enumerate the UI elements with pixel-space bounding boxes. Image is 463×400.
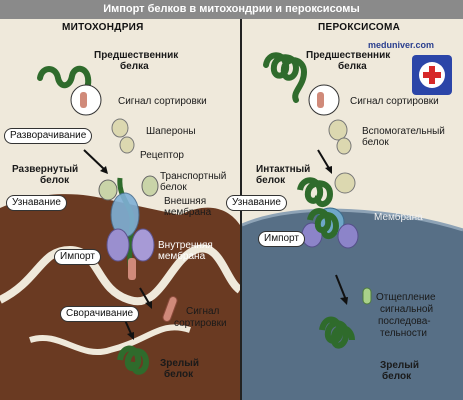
- mito-signal-label-2: сортировки: [174, 318, 227, 329]
- mito-inner-membrane-label-1: Внутренняя: [158, 240, 213, 251]
- perox-header: ПЕРОКСИСОМА: [318, 22, 401, 33]
- mitochondrion-cristae-2: [29, 324, 191, 355]
- chaperone-2: [119, 136, 135, 154]
- mito-mature-label-1: Зрелый: [160, 358, 199, 369]
- mito-recognition-box: Узнавание: [6, 195, 67, 211]
- mito-receptor-right: [141, 175, 159, 197]
- mito-transport-label-2: белок: [160, 182, 187, 193]
- perox-import-right: [337, 223, 359, 249]
- mitochondrion-cristae: [0, 244, 243, 306]
- perox-intact-coil: [297, 177, 334, 207]
- peroxisome-membrane: [241, 208, 463, 232]
- mito-transport-label-1: Транспортный: [160, 171, 227, 182]
- mito-header: МИТОХОНДРИЯ: [62, 22, 144, 33]
- perox-arrow-1-head: [325, 166, 332, 174]
- mito-folding-box: Сворачивание: [60, 306, 140, 322]
- perox-cleavage-label-2: сигнальной: [380, 304, 434, 315]
- perox-mature-label-1: Зрелый: [380, 360, 419, 371]
- inner-transporter-right: [131, 228, 155, 262]
- perox-helper-label-2: белок: [362, 137, 389, 148]
- perox-precursor-label-1: Предшественник: [306, 50, 391, 61]
- perox-precursor-label-2: белка: [338, 61, 367, 72]
- peroxisome: [242, 210, 463, 400]
- mito-unfolded-label-2: белок: [40, 175, 70, 186]
- mito-receptor-label: Рецептор: [140, 150, 184, 161]
- perox-helper-label-1: Вспомогательный: [362, 126, 445, 137]
- perox-cleavage-label-4: тельности: [380, 328, 427, 339]
- inner-transporter-left: [106, 228, 130, 262]
- perox-recognition-box: Узнавание: [226, 195, 287, 211]
- helper-bound: [334, 172, 356, 194]
- mito-unfolding-box: Разворачивание: [4, 128, 93, 144]
- mito-signal-segment: [80, 92, 87, 108]
- perox-mature-coil: [319, 316, 355, 349]
- mito-precursor-label-2: белка: [120, 61, 149, 72]
- perox-arrow-2: [335, 274, 347, 301]
- mito-outer-membrane-label-1: Внешняя: [164, 196, 207, 207]
- mito-arrow-1: [83, 149, 106, 171]
- figure-title: Импорт белков в митохондрии и пероксисом…: [0, 0, 463, 19]
- mito-sorting-signal-label: Сигнал сортировки: [118, 96, 207, 107]
- mito-arrow-2-head: [145, 301, 152, 309]
- perox-import-box: Импорт: [258, 231, 305, 247]
- chaperone-1: [111, 118, 129, 138]
- mito-unfolded-label-1: Развернутый: [12, 164, 79, 175]
- perox-membrane-label: Мембрана: [374, 212, 423, 223]
- perox-importing-coil: [307, 208, 340, 239]
- perox-sorting-signal-label: Сигнал сортировки: [350, 96, 439, 107]
- mito-signal-in-channel: [128, 258, 136, 280]
- helper-protein-1: [328, 119, 348, 141]
- mito-arrow-1-head: [100, 166, 108, 174]
- mito-outer-membrane-label-2: мембрана: [164, 207, 212, 218]
- perox-precursor-coil: [263, 52, 308, 103]
- mito-import-box: Импорт: [54, 249, 101, 265]
- perox-mature-label-2: белок: [382, 371, 412, 382]
- mito-cleaved-signal: [162, 296, 178, 322]
- perox-signal-segment: [317, 92, 324, 108]
- helper-protein-2: [336, 137, 352, 155]
- perox-arrow-2-head: [340, 297, 348, 305]
- mito-precursor-label-1: Предшественник: [94, 50, 179, 61]
- mito-chaperones-label: Шапероны: [146, 126, 196, 137]
- perox-cleavage-label-1: Отщепление: [376, 292, 436, 303]
- mito-arrow-3-head: [127, 332, 134, 340]
- mito-receptor-left: [98, 179, 118, 201]
- perox-intact-label-1: Интактный: [256, 164, 311, 175]
- mito-signal-label-1: Сигнал: [186, 306, 220, 317]
- watermark: meduniver.com: [368, 40, 435, 50]
- mito-inner-membrane-label-2: мембрана: [158, 251, 206, 262]
- perox-intact-label-2: белок: [256, 175, 286, 186]
- perox-cleaved-signal: [362, 287, 372, 305]
- mito-mature-coil: [117, 345, 150, 375]
- mito-mature-label-2: белок: [164, 369, 194, 380]
- meduniver-logo: [412, 55, 452, 95]
- perox-cleavage-label-3: последова-: [378, 316, 431, 327]
- perox-arrow-1: [317, 149, 331, 171]
